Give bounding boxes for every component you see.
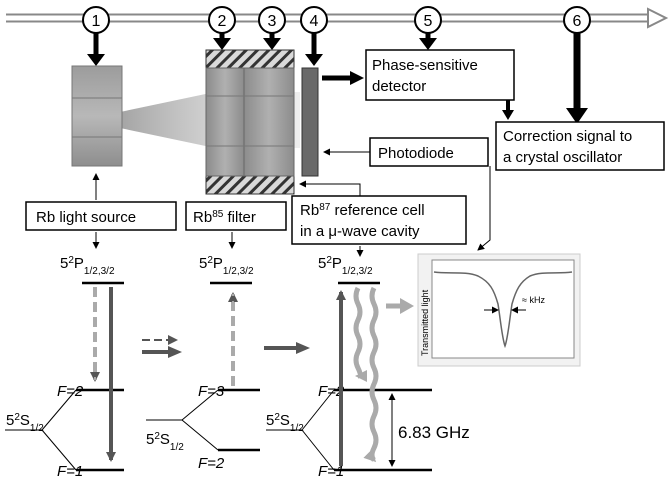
- rb-light-source-block: [71, 65, 123, 167]
- rb-light-source-label: Rb light source: [36, 209, 136, 226]
- cavity-top-hatch: [205, 49, 295, 69]
- marker-4: 4: [300, 6, 328, 34]
- decay-arrow-f2: [353, 286, 368, 382]
- s-branch-down-3: [301, 429, 335, 471]
- inset-arrow: [386, 298, 414, 314]
- inset-width-label: ≈ kHz: [522, 295, 545, 305]
- marker-1-label: 1: [92, 13, 101, 30]
- rb-light-source-box: Rb light source: [25, 201, 177, 231]
- rb87-cell-label-2: in a μ-wave cavity: [300, 223, 420, 240]
- inset-plot-area: [431, 259, 575, 359]
- s-level-label-2: 52S1/2: [146, 431, 184, 453]
- energy-panel-filter: 52P1/2,3/2 52S1/2 F=3 F=2: [146, 255, 260, 472]
- decay-arrow-f1: [363, 286, 379, 463]
- marker-3: 3: [258, 6, 286, 34]
- rb87-cell-box: Rb87 reference cell in a μ-wave cavity: [291, 195, 467, 245]
- s-branch-up-2: [181, 389, 219, 421]
- transition-arrow-2: [264, 342, 310, 354]
- correction-signal-box: Correction signal to a crystal oscillato…: [495, 121, 665, 171]
- p-level-label-3: 52P1/2,3/2: [318, 255, 373, 277]
- drop-arrows: [87, 30, 588, 124]
- phase-detector-box: Phase-sensitive detector: [365, 49, 515, 101]
- s-branch-down-2: [181, 419, 219, 451]
- rb85-filter-box: Rb85 filter: [185, 201, 287, 231]
- inset-pointer: [477, 166, 491, 251]
- phase-detector-label-1: Phase-sensitive: [372, 57, 478, 74]
- transmission-curve: [433, 271, 573, 349]
- marker-5: 5: [414, 6, 442, 34]
- s-level-label-1: 52S1/2: [6, 412, 44, 434]
- f1-label-3: F=1: [318, 463, 344, 480]
- transmission-inset: Transmitted light ≈ kHz: [417, 253, 581, 367]
- rb87-cell-label-1: Rb87 reference cell: [300, 202, 425, 220]
- s-branch-down-1: [41, 429, 77, 471]
- energy-panel-light-source: 52P1/2,3/2 52S1/2 F=2 F=1: [5, 255, 124, 480]
- photodiode-plate: [301, 67, 319, 177]
- transition-arrow-1: [142, 335, 182, 358]
- marker-6: 6: [563, 6, 591, 34]
- cavity-bottom-hatch: [205, 175, 295, 195]
- energy-panel-reference: 52P1/2,3/2 52S1/2 F=2 F=1 6.83 GHz: [266, 255, 470, 480]
- marker-2: 2: [208, 6, 236, 34]
- detector-arrow: [322, 71, 364, 85]
- phase-detector-label-2: detector: [372, 78, 426, 95]
- marker-2-label: 2: [218, 13, 227, 30]
- f1-label-1: F=1: [57, 463, 83, 480]
- f2-label-3: F=2: [318, 383, 345, 400]
- filter-and-cell-assembly: [205, 49, 319, 195]
- marker-6-label: 6: [573, 13, 582, 30]
- s-branch-up-1: [41, 389, 77, 431]
- detector-to-correction-arrow: [502, 100, 514, 120]
- marker-5-label: 5: [424, 13, 433, 30]
- s-level-label-3: 52S1/2: [266, 412, 304, 434]
- p-level-label-1: 52P1/2,3/2: [60, 255, 115, 277]
- rb87-pointer: [299, 180, 361, 196]
- signal-line: [6, 7, 669, 29]
- f2-label-1: F=2: [57, 383, 84, 400]
- p-level-label-2: 52P1/2,3/2: [199, 255, 254, 277]
- marker-1: 1: [82, 6, 110, 34]
- correction-label-2: a crystal oscillator: [503, 149, 622, 166]
- photodiode-box: Photodiode: [369, 137, 489, 167]
- inset-ylabel: Transmitted light: [420, 289, 430, 356]
- f2-filter-label: F=2: [198, 455, 225, 472]
- rb85-filter-cell: [205, 67, 245, 177]
- rb87-reference-cell: [243, 67, 295, 177]
- marker-3-label: 3: [268, 13, 277, 30]
- marker-4-label: 4: [310, 13, 319, 30]
- f3-label: F=3: [198, 383, 225, 400]
- rb85-filter-label: Rb85 filter: [193, 209, 256, 227]
- correction-label-1: Correction signal to: [503, 128, 632, 145]
- s-branch-up-3: [301, 389, 335, 431]
- photodiode-label: Photodiode: [378, 145, 454, 162]
- splitting-label: 6.83 GHz: [398, 423, 470, 442]
